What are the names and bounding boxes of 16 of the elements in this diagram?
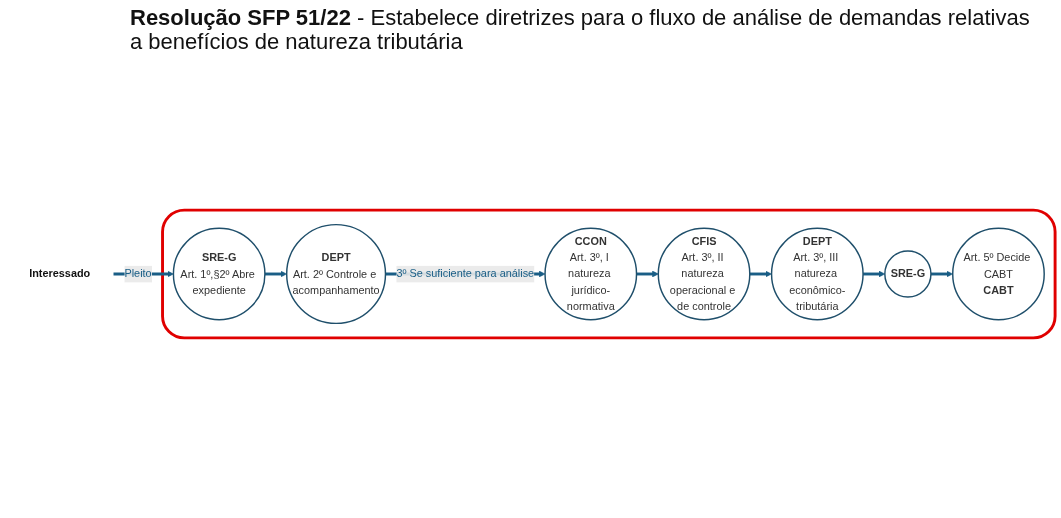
node-circle: CCON Art. 3º, I natureza jurídico-normativa [544,227,638,321]
arrow [749,271,772,278]
arrow [930,271,953,278]
node-circle: DEPT Art. 3º, III natureza econômico-tributária [770,227,864,321]
title: Resolução SFP 51/22 - Estabelece diretrizes para o fluxo de análise de demandas relativas a benefícios de natureza tributária [130,6,1031,55]
edge-label: Pleito [124,267,152,280]
node-circle: SRE-G Art. 1º,§2º Abre expediente [172,227,266,321]
cluster [161,209,1057,340]
node-circle: CFIS Art. 3º, II natureza operacional e de controle [657,227,751,321]
node-circle: SRE-G [884,250,932,299]
edge-label: 3º Se suficiente para análise [396,267,535,280]
node-circle: Art. 5º Decide CABT CABT [952,227,1045,321]
node-circle: DEPT Art. 2º Controle e acompanhamento [285,224,387,325]
node-text: Interessado [29,267,91,280]
arrow [264,271,287,278]
arrow [636,271,659,278]
